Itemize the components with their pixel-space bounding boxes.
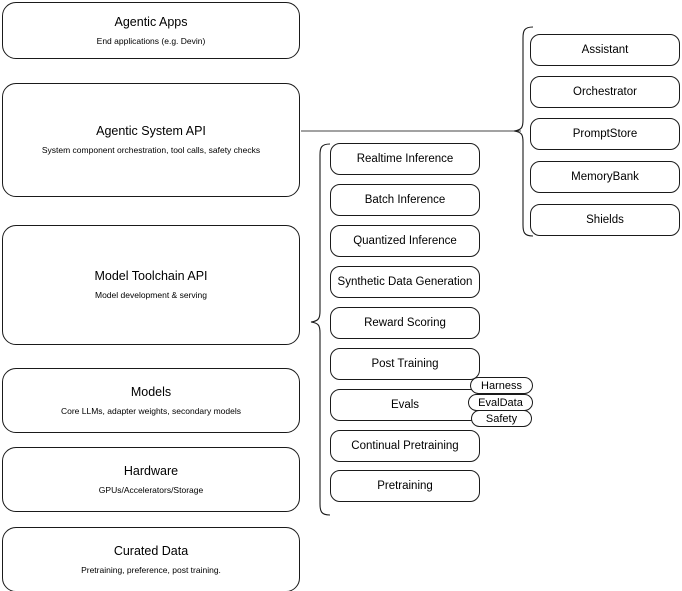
layer-subtitle: System component orchestration, tool cal… xyxy=(41,145,261,155)
capability-realtime-inference[interactable]: Realtime Inference xyxy=(330,143,480,175)
component-assistant[interactable]: Assistant xyxy=(530,34,680,66)
component-label: Orchestrator xyxy=(573,85,637,98)
component-memorybank[interactable]: MemoryBank xyxy=(530,161,680,193)
layer-agentic-apps[interactable]: Agentic Apps End applications (e.g. Devi… xyxy=(2,2,300,59)
layer-title: Agentic System API xyxy=(96,124,206,139)
capability-reward-scoring[interactable]: Reward Scoring xyxy=(330,307,480,339)
evals-pill-evaldata[interactable]: EvalData xyxy=(468,394,533,411)
capability-label: Reward Scoring xyxy=(364,316,446,329)
layer-subtitle: Pretraining, preference, post training. xyxy=(81,564,221,575)
capability-label: Realtime Inference xyxy=(356,152,454,165)
layer-hardware[interactable]: Hardware GPUs/Accelerators/Storage xyxy=(2,447,300,512)
capability-evals[interactable]: Evals xyxy=(330,389,480,421)
capability-label: Evals xyxy=(390,398,420,411)
component-shields[interactable]: Shields xyxy=(530,204,680,236)
pill-label: EvalData xyxy=(478,396,523,409)
layer-subtitle: Model development & serving xyxy=(95,290,207,300)
component-promptstore[interactable]: PromptStore xyxy=(530,118,680,150)
layer-agentic-system-api[interactable]: Agentic System API System component orch… xyxy=(2,83,300,197)
capability-pretraining[interactable]: Pretraining xyxy=(330,470,480,502)
brace-toolchain-capabilities xyxy=(310,143,331,516)
capability-label: Synthetic Data Generation xyxy=(337,275,473,288)
component-label: Shields xyxy=(586,213,624,226)
capability-quantized-inference[interactable]: Quantized Inference xyxy=(330,225,480,257)
layer-model-toolchain-api[interactable]: Model Toolchain API Model development & … xyxy=(2,225,300,345)
layer-subtitle: End applications (e.g. Devin) xyxy=(96,35,206,46)
layer-title: Model Toolchain API xyxy=(94,269,208,284)
evals-pill-safety[interactable]: Safety xyxy=(471,410,532,427)
layer-curated-data[interactable]: Curated Data Pretraining, preference, po… xyxy=(2,527,300,591)
layer-subtitle: Core LLMs, adapter weights, secondary mo… xyxy=(60,405,241,416)
capability-label: Continual Pretraining xyxy=(351,439,459,452)
layer-title: Curated Data xyxy=(113,543,189,558)
component-orchestrator[interactable]: Orchestrator xyxy=(530,76,680,108)
component-label: Assistant xyxy=(581,43,629,56)
layer-subtitle: GPUs/Accelerators/Storage xyxy=(98,484,204,495)
capability-label: Post Training xyxy=(371,357,439,370)
component-label: MemoryBank xyxy=(571,170,639,183)
capability-label: Batch Inference xyxy=(364,193,446,206)
component-label: PromptStore xyxy=(572,127,638,140)
capability-continual-pretraining[interactable]: Continual Pretraining xyxy=(330,430,480,462)
pill-label: Safety xyxy=(485,412,518,425)
capability-post-training[interactable]: Post Training xyxy=(330,348,480,380)
capability-batch-inference[interactable]: Batch Inference xyxy=(330,184,480,216)
layer-models[interactable]: Models Core LLMs, adapter weights, secon… xyxy=(2,368,300,433)
layer-title: Models xyxy=(130,384,172,399)
evals-pill-harness[interactable]: Harness xyxy=(470,377,533,394)
capability-synthetic-data-generation[interactable]: Synthetic Data Generation xyxy=(330,266,480,298)
pill-label: Harness xyxy=(481,379,522,392)
capability-label: Quantized Inference xyxy=(353,234,457,247)
layer-title: Hardware xyxy=(123,463,179,478)
capability-label: Pretraining xyxy=(377,479,433,492)
layer-title: Agentic Apps xyxy=(114,14,188,29)
